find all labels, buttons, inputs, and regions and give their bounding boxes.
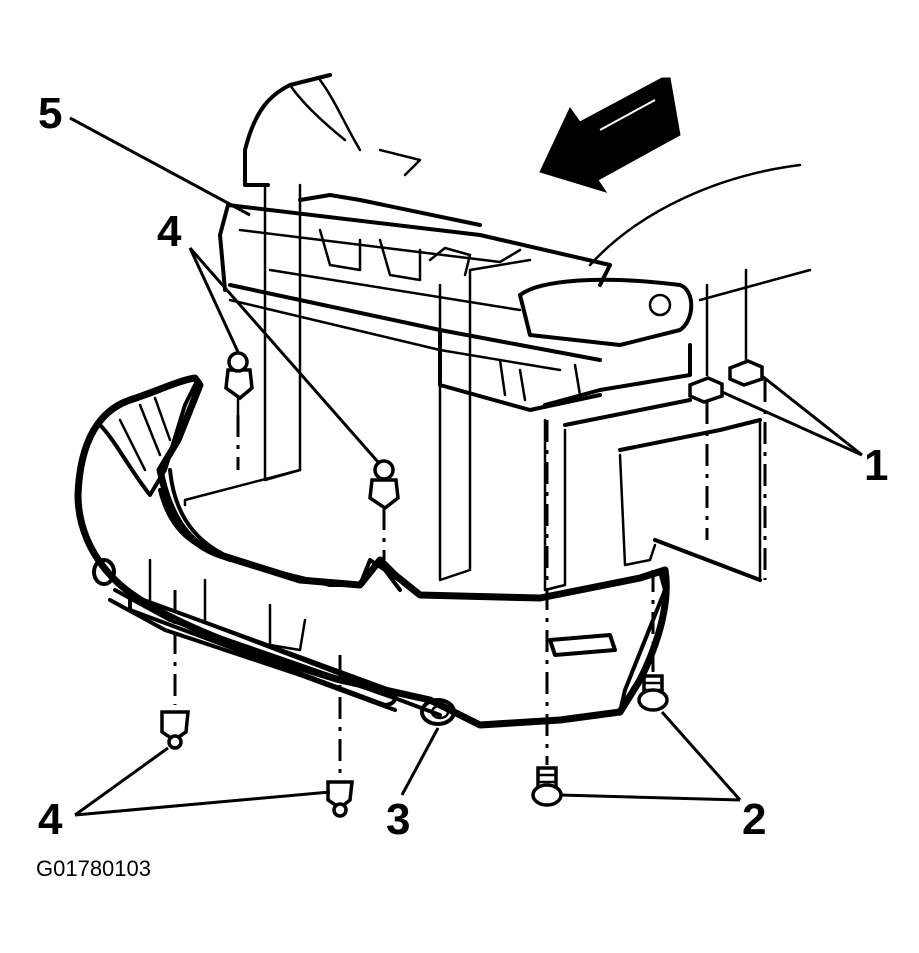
front-bumper-fascia — [74, 374, 670, 729]
callout-4-upper: 4 — [157, 207, 182, 256]
callout-3: 3 — [386, 795, 411, 844]
callout-1: 1 — [864, 441, 889, 490]
front-direction-arrow — [539, 77, 681, 193]
leader-lines — [69, 116, 863, 817]
retainer-lower-left — [160, 590, 190, 750]
callout-5: 5 — [38, 89, 63, 138]
bolt-right — [637, 570, 669, 712]
vehicle-front-structure — [183, 73, 812, 592]
nut-left — [688, 283, 724, 540]
retainer-upper-center — [368, 459, 400, 560]
nut-right — [728, 268, 767, 580]
callout-4-lower: 4 — [38, 795, 63, 844]
retainer-upper-left — [224, 351, 254, 470]
bolt-center — [531, 420, 563, 807]
retainer-lower-center — [326, 655, 354, 818]
callout-2: 2 — [742, 795, 767, 844]
figure-id: G01780103 — [36, 856, 151, 881]
